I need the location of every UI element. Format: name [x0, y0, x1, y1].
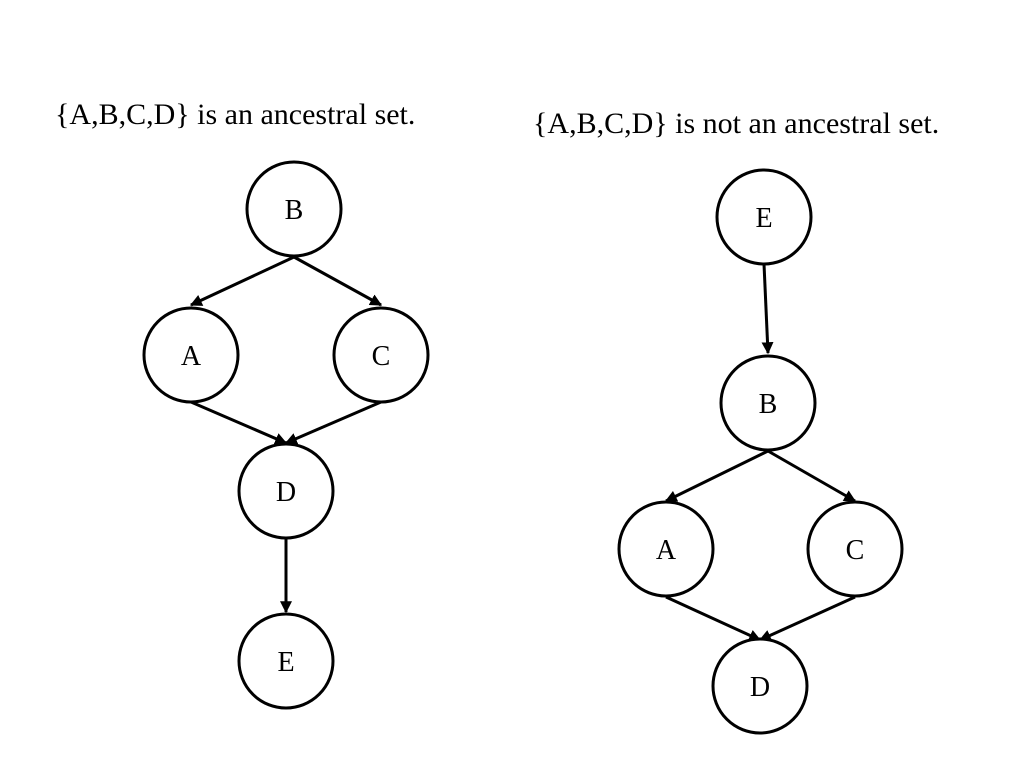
left-node-e-label: E [277, 647, 294, 678]
left-node-b: B [245, 160, 343, 258]
right-node-a: A [617, 500, 715, 598]
left-graph-edges [189, 255, 383, 614]
right-node-b: B [719, 354, 817, 452]
right-node-b-label: B [759, 389, 778, 420]
right-node-d-label: D [750, 672, 770, 703]
left-node-a: A [142, 306, 240, 404]
right-edge-b-a [664, 449, 769, 503]
right-graph-nodes: E B A C D [617, 168, 904, 735]
right-caption: {A,B,C,D} is not an ancestral set. [533, 107, 939, 140]
right-graph-edges [664, 263, 857, 642]
right-edge-e-b [761, 263, 774, 355]
left-node-d-label: D [276, 477, 296, 508]
left-graph-nodes: B A C D E [142, 160, 430, 710]
right-node-d: D [711, 637, 809, 735]
left-edge-b-c [293, 255, 383, 307]
right-node-c: C [806, 500, 904, 598]
left-edge-c-d [284, 400, 382, 445]
right-node-a-label: A [656, 535, 677, 566]
left-node-c-label: C [372, 341, 391, 372]
left-node-e: E [237, 612, 335, 710]
right-edge-b-c [767, 449, 857, 503]
left-edge-a-d [190, 400, 288, 445]
right-node-e: E [715, 168, 813, 266]
left-caption: {A,B,C,D} is an ancestral set. [55, 98, 415, 131]
left-node-d: D [237, 442, 335, 540]
right-node-c-label: C [846, 535, 865, 566]
left-node-b-label: B [285, 195, 304, 226]
left-node-a-label: A [181, 341, 202, 372]
left-node-c: C [332, 306, 430, 404]
right-node-e-label: E [755, 203, 772, 234]
right-edge-a-d [665, 595, 762, 642]
right-edge-c-d [758, 595, 856, 642]
left-edge-b-a [189, 255, 295, 307]
